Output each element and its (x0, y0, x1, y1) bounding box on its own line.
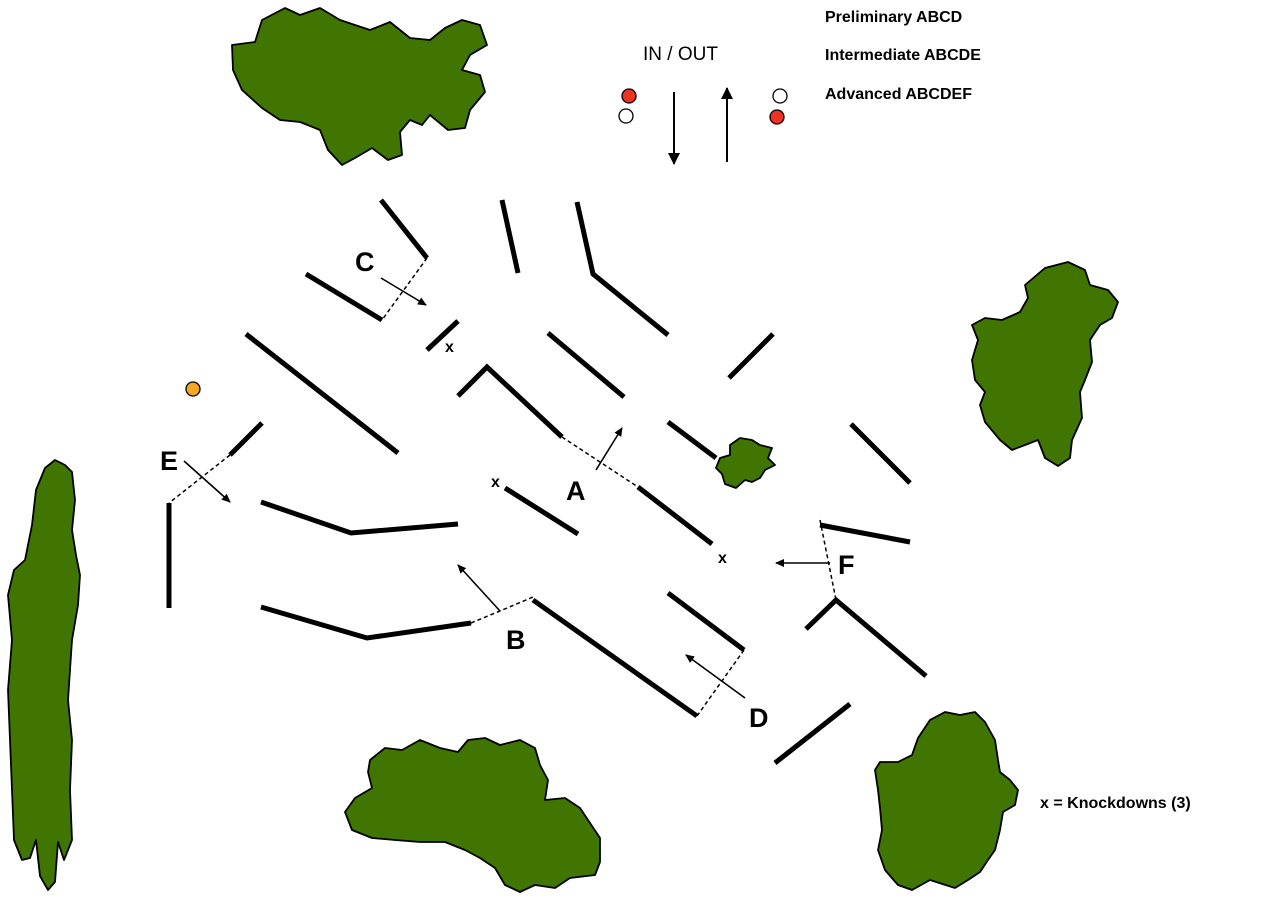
wall (574, 201, 670, 337)
bush-bottom-right (874, 711, 1019, 891)
wall (499, 199, 521, 274)
entry-d-label: D (749, 703, 769, 733)
out-white-marker (772, 88, 788, 104)
wall (727, 332, 775, 380)
legend-preliminary: Preliminary ABCD (825, 9, 962, 26)
wall (849, 422, 912, 485)
wall (666, 420, 718, 460)
entry-a-label: A (566, 476, 586, 506)
knockdown-marker: x (491, 474, 500, 491)
wall (228, 421, 264, 457)
entry-a-arrow (595, 427, 623, 471)
bush-small-center (715, 437, 776, 489)
entry-e-arrow (183, 460, 231, 503)
bush-right-upper (971, 261, 1119, 467)
entry-f-label: F (838, 550, 855, 580)
wall (244, 332, 400, 455)
entry-b-arrow (457, 564, 501, 612)
wall (379, 198, 429, 260)
legend-knockdowns: x = Knockdowns (3) (1040, 795, 1191, 812)
bush-left-tall (7, 459, 81, 891)
entry-c-label: C (355, 247, 375, 277)
orange-marker (185, 381, 201, 397)
entry-e-label: E (160, 446, 178, 476)
wall (425, 319, 460, 352)
in-white-marker (618, 108, 634, 124)
knockdown-marker: x (445, 339, 454, 356)
legend-advanced: Advanced ABCDEF (825, 86, 972, 103)
out-red-marker (769, 109, 785, 125)
entry-e-dash (168, 454, 231, 504)
wall (260, 604, 472, 641)
wall (531, 597, 699, 719)
bush-bottom-center (344, 737, 601, 893)
legend-intermediate: Intermediate ABCDE (825, 47, 981, 64)
wall (503, 485, 580, 537)
entry-d-arrow (685, 654, 746, 699)
wall (304, 271, 384, 323)
entry-c-arrow (380, 277, 427, 306)
wall (636, 485, 714, 546)
knockdown-marker: x (718, 550, 727, 567)
wall (666, 591, 746, 652)
entry-b-dash (470, 596, 534, 624)
wall (819, 522, 911, 545)
bush-top-center (231, 7, 488, 166)
wall (773, 702, 852, 765)
entry-a-dash (561, 436, 639, 488)
wall (804, 596, 928, 678)
entry-b-label: B (506, 625, 526, 655)
entry-c-dash (381, 257, 428, 321)
entry-f-dash (819, 519, 837, 601)
in-red-marker (621, 88, 637, 104)
wall (456, 363, 564, 439)
wall (260, 499, 459, 536)
entry-d-dash (696, 649, 745, 717)
in-out-label: IN / OUT (643, 44, 718, 65)
wall (546, 331, 626, 399)
